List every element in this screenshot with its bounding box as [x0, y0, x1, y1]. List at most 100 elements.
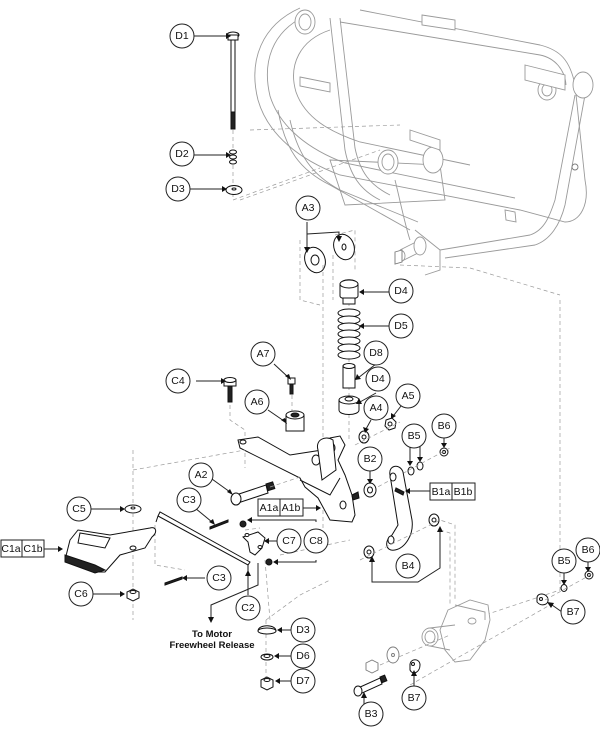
- svg-text:D8: D8: [369, 347, 383, 359]
- svg-text:C2: C2: [241, 602, 255, 614]
- svg-text:A2: A2: [195, 469, 208, 481]
- svg-text:A5: A5: [402, 390, 415, 402]
- callout-b6-upper: B6: [431, 413, 457, 439]
- callout-a6: A6: [244, 389, 270, 415]
- svg-text:B7: B7: [567, 606, 580, 618]
- callout-b6-lower: B6: [575, 537, 600, 563]
- callout-a5: A5: [395, 383, 421, 409]
- bolt-stack-d: [225, 31, 321, 201]
- washer-d6: [260, 653, 274, 661]
- svg-text:C5: C5: [72, 503, 86, 515]
- svg-text:B4: B4: [402, 560, 415, 572]
- svg-text:Freewheel Release: Freewheel Release: [169, 640, 254, 651]
- callout-d8: D8: [363, 340, 389, 366]
- svg-text:B5: B5: [408, 430, 421, 442]
- bolt-c4: [223, 377, 237, 403]
- callout-b3: B3: [358, 701, 384, 727]
- rod-c: [155, 511, 251, 572]
- svg-text:A1b: A1b: [282, 502, 301, 514]
- washer-b7-bottom: [409, 659, 421, 674]
- guide-line: [469, 300, 561, 621]
- svg-text:C6: C6: [74, 588, 88, 600]
- svg-text:C3: C3: [182, 494, 196, 506]
- callout-d7: D7: [290, 668, 316, 694]
- spring-d5: [337, 308, 361, 360]
- washer-b2: [363, 482, 377, 498]
- callout-b7-right: B7: [560, 599, 586, 625]
- svg-text:D5: D5: [394, 320, 408, 332]
- washer-d3-bottom: [257, 625, 277, 635]
- svg-text:B1a: B1a: [432, 486, 451, 498]
- callout-b7-bottom: B7: [401, 685, 427, 711]
- lever-c7: [242, 531, 266, 556]
- leader-lines: [44, 33, 591, 706]
- screw-c8-top: [239, 520, 247, 528]
- nut-c6: [126, 588, 140, 602]
- callout-c8: C8: [303, 528, 329, 554]
- spacer-a6: [285, 410, 305, 432]
- washer-d3-top: [225, 185, 243, 195]
- motor-bracket: [421, 599, 491, 663]
- callout-c2: C2: [235, 595, 261, 621]
- boxed-label-a1: A1a A1b: [257, 498, 304, 517]
- washer-b5-upper-1: [407, 466, 415, 476]
- svg-text:C1a: C1a: [1, 543, 20, 555]
- svg-text:A4: A4: [370, 402, 383, 414]
- svg-text:C1b: C1b: [23, 543, 42, 555]
- svg-text:D1: D1: [175, 30, 189, 42]
- boxed-label-c1: C1a C1b: [0, 539, 45, 558]
- pin-c3-lower: [164, 576, 183, 586]
- callout-c3-upper: C3: [176, 487, 202, 513]
- chassis-frame: [239, 7, 594, 296]
- spring-stack: [337, 279, 361, 415]
- callout-c7: C7: [276, 528, 302, 554]
- washer-b7-right: [536, 593, 549, 606]
- svg-text:D2: D2: [175, 148, 189, 160]
- svg-text:B6: B6: [438, 420, 451, 432]
- release-pedal-c1: [64, 527, 157, 574]
- svg-text:A6: A6: [251, 396, 264, 408]
- bolt-b3: [353, 674, 388, 697]
- washer-b4-left: [363, 545, 375, 559]
- nut-a5: [384, 417, 397, 431]
- callout-a7: A7: [250, 341, 276, 367]
- washer-a4: [358, 430, 370, 444]
- screw-c8-bottom: [265, 558, 273, 566]
- svg-text:C4: C4: [171, 375, 185, 387]
- svg-text:B2: B2: [364, 453, 377, 465]
- callout-b2: B2: [357, 446, 383, 472]
- callout-a4: A4: [363, 395, 389, 421]
- shoulder-bolt-a2: [230, 481, 276, 506]
- callout-a2: A2: [188, 462, 214, 488]
- svg-text:D3: D3: [171, 183, 185, 195]
- washer-b4-right: [428, 513, 440, 527]
- nut-b6-lower: [584, 570, 594, 580]
- callout-b4: B4: [395, 553, 421, 579]
- svg-text:C7: C7: [282, 535, 296, 547]
- svg-text:D4: D4: [371, 373, 385, 385]
- washer-b3: [386, 646, 400, 664]
- svg-text:D4: D4: [394, 285, 408, 297]
- svg-text:D6: D6: [296, 650, 310, 662]
- nut-d7: [260, 676, 274, 691]
- callout-d3-top: D3: [165, 176, 191, 202]
- callout-b5-lower: B5: [551, 548, 577, 574]
- svg-text:D7: D7: [296, 675, 310, 687]
- svg-text:B5: B5: [558, 555, 571, 567]
- svg-text:D3: D3: [296, 624, 310, 636]
- callout-a3: A3: [295, 195, 321, 221]
- bolt-d1: [226, 31, 240, 130]
- nut-b3: [365, 659, 379, 674]
- svg-text:B6: B6: [582, 544, 595, 556]
- nut-b6-upper: [439, 447, 449, 457]
- bolt-a7: [287, 377, 296, 395]
- callout-d3-bottom: D3: [290, 617, 316, 643]
- callout-d4-top: D4: [388, 278, 414, 304]
- callout-d1: D1: [169, 23, 195, 49]
- svg-text:B7: B7: [408, 692, 421, 704]
- callout-b5-upper: B5: [401, 423, 427, 449]
- callout-c6: C6: [68, 581, 94, 607]
- svg-text:A7: A7: [257, 348, 270, 360]
- callout-d2: D2: [169, 141, 195, 167]
- svg-text:C3: C3: [212, 572, 226, 584]
